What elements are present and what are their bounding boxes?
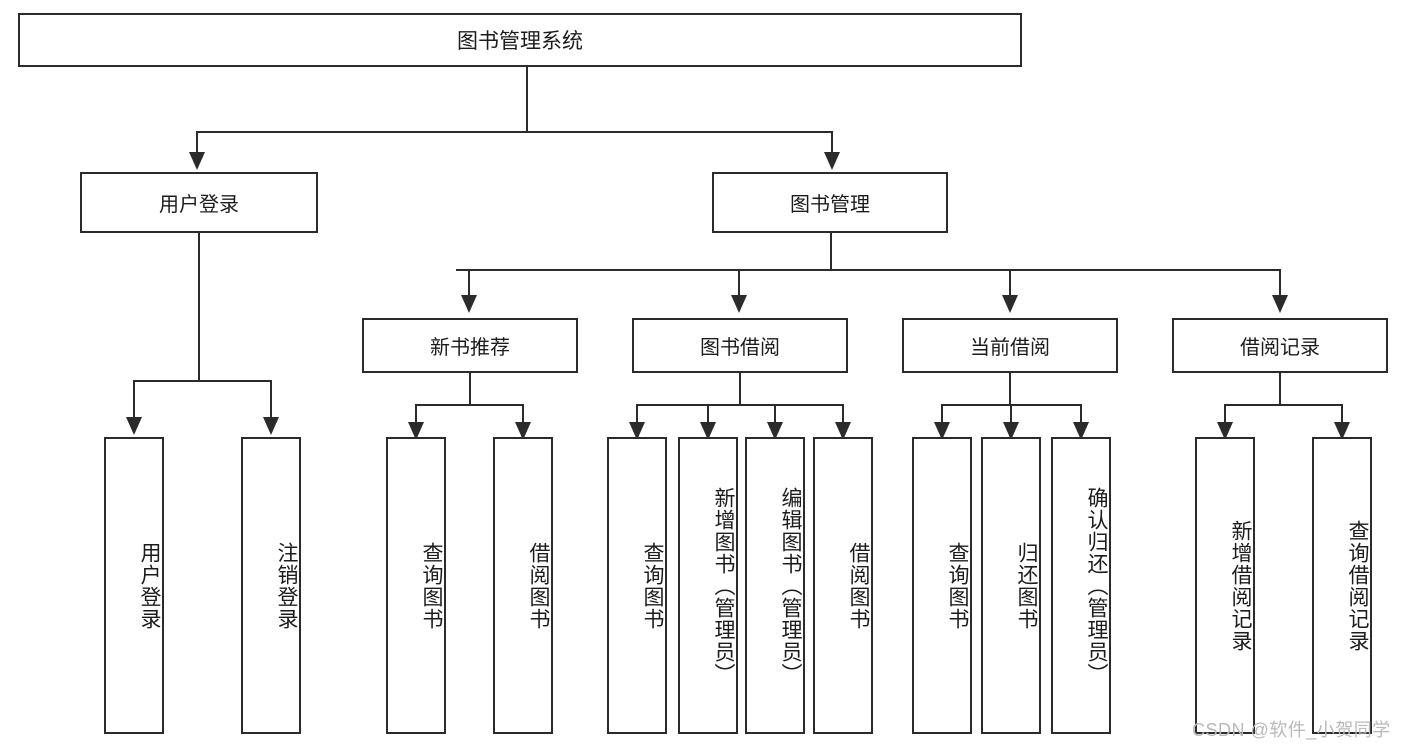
leaf-label: 借阅图书: [847, 541, 870, 630]
arrow-root-to-book-mgmt: [824, 152, 840, 170]
arrow-root-to-user-login: [189, 152, 205, 170]
csdn-watermark: CSDN @软件_小贺同学: [1192, 720, 1391, 740]
edge-new-book-bus: [416, 404, 523, 406]
edge-book-borrow-to-leaf-0: [636, 404, 638, 426]
leaf-new-book-recommend-1[interactable]: 借阅图书: [493, 437, 553, 734]
leaf-borrow-record-1[interactable]: 查询借阅记录: [1312, 437, 1372, 734]
arrow-user-login-to-leaf-1: [263, 417, 279, 435]
arrow-current-borrow-to-leaf-1: [1003, 422, 1019, 440]
node-user-login[interactable]: 用户登录: [80, 172, 318, 233]
leaf-book-borrow-2[interactable]: 编辑图书（管理员）: [745, 437, 805, 734]
node-current-borrow[interactable]: 当前借阅: [902, 318, 1118, 373]
arrow-borrow-record-to-leaf-0: [1217, 422, 1233, 440]
edge-current-borrow-to-leaf-2: [1080, 404, 1082, 426]
edge-borrow-record-to-leaf-0: [1224, 404, 1226, 426]
edge-current-borrow-stem: [1009, 373, 1011, 405]
edge-user-login-stem: [198, 233, 200, 381]
arrow-book-borrow-to-leaf-3: [835, 422, 851, 440]
edge-book-mgmt-to-current-borrow: [1009, 269, 1011, 298]
arrow-book-mgmt-to-borrow-record: [1272, 295, 1288, 313]
leaf-current-borrow-0[interactable]: 查询图书: [912, 437, 972, 734]
leaf-label: 借阅图书: [527, 541, 550, 630]
edge-borrow-record-bus: [1225, 404, 1343, 406]
arrow-new-book-to-leaf-0: [408, 422, 424, 440]
edge-book-borrow-to-leaf-3: [842, 404, 844, 426]
edge-borrow-record-to-leaf-1: [1341, 404, 1343, 426]
node-root-system[interactable]: 图书管理系统: [18, 13, 1022, 67]
leaf-label: 确认归还（管理员）: [1085, 486, 1108, 685]
leaf-label: 查询图书: [641, 541, 664, 630]
leaf-book-borrow-3[interactable]: 借阅图书: [813, 437, 873, 734]
edge-root-bus: [197, 131, 833, 133]
leaf-label: 新增图书（管理员）: [712, 486, 735, 685]
node-book-borrow[interactable]: 图书借阅: [632, 318, 848, 373]
arrow-book-borrow-to-leaf-1: [700, 422, 716, 440]
leaf-new-book-recommend-0[interactable]: 查询图书: [386, 437, 446, 734]
edge-book-mgmt-to-borrow-record: [1279, 269, 1281, 298]
edge-book-borrow-stem: [739, 373, 741, 405]
edge-new-book-stem: [469, 373, 471, 405]
leaf-current-borrow-1[interactable]: 归还图书: [981, 437, 1041, 734]
leaf-label: 注销登录: [275, 541, 298, 630]
arrow-current-borrow-to-leaf-2: [1073, 422, 1089, 440]
leaf-borrow-record-0[interactable]: 新增借阅记录: [1195, 437, 1255, 734]
leaf-label: 查询借阅记录: [1346, 519, 1369, 652]
leaf-user-login-0[interactable]: 用户登录: [104, 437, 164, 734]
arrow-new-book-to-leaf-1: [515, 422, 531, 440]
leaf-label: 编辑图书（管理员）: [779, 486, 802, 685]
node-new-book-recommend[interactable]: 新书推荐: [362, 318, 578, 373]
leaf-current-borrow-2[interactable]: 确认归还（管理员）: [1051, 437, 1111, 734]
edge-user-login-bus: [134, 380, 271, 382]
arrow-borrow-record-to-leaf-1: [1334, 422, 1350, 440]
arrow-book-borrow-to-leaf-0: [629, 422, 645, 440]
arrow-book-mgmt-to-book-borrow: [731, 295, 747, 313]
edge-new-book-to-leaf-0: [415, 404, 417, 426]
node-book-management[interactable]: 图书管理: [712, 172, 948, 233]
arrow-user-login-to-leaf-0: [126, 417, 142, 435]
edge-book-borrow-bus: [637, 404, 844, 406]
edge-user-login-to-leaf-1: [270, 380, 272, 420]
edge-new-book-to-leaf-1: [522, 404, 524, 426]
arrow-book-mgmt-to-current-borrow: [1002, 295, 1018, 313]
arrow-book-mgmt-to-new-book: [461, 295, 477, 313]
edge-book-borrow-to-leaf-2: [774, 404, 776, 426]
edge-book-borrow-to-leaf-1: [707, 404, 709, 426]
leaf-label: 归还图书: [1015, 541, 1038, 630]
edge-root-stem: [526, 67, 528, 132]
leaf-label: 查询图书: [946, 541, 969, 630]
edge-book-mgmt-to-book-borrow: [738, 269, 740, 298]
edge-current-borrow-to-leaf-0: [941, 404, 943, 426]
leaf-book-borrow-1[interactable]: 新增图书（管理员）: [678, 437, 738, 734]
edge-current-borrow-to-leaf-1: [1010, 404, 1012, 426]
edge-borrow-record-stem: [1279, 373, 1281, 405]
leaf-user-login-1[interactable]: 注销登录: [241, 437, 301, 734]
arrow-current-borrow-to-leaf-0: [934, 422, 950, 440]
leaf-label: 查询图书: [420, 541, 443, 630]
leaf-label: 用户登录: [138, 541, 161, 630]
arrow-book-borrow-to-leaf-2: [767, 422, 783, 440]
edge-root-to-book-mgmt: [831, 131, 833, 156]
edge-root-to-user-login: [196, 131, 198, 156]
edge-book-mgmt-bus: [456, 269, 1280, 271]
edge-book-mgmt-stem: [830, 233, 832, 271]
edge-book-mgmt-to-new-book: [468, 269, 470, 298]
edge-user-login-to-leaf-0: [133, 380, 135, 420]
leaf-book-borrow-0[interactable]: 查询图书: [607, 437, 667, 734]
node-borrow-record[interactable]: 借阅记录: [1172, 318, 1388, 373]
leaf-label: 新增借阅记录: [1229, 519, 1252, 652]
